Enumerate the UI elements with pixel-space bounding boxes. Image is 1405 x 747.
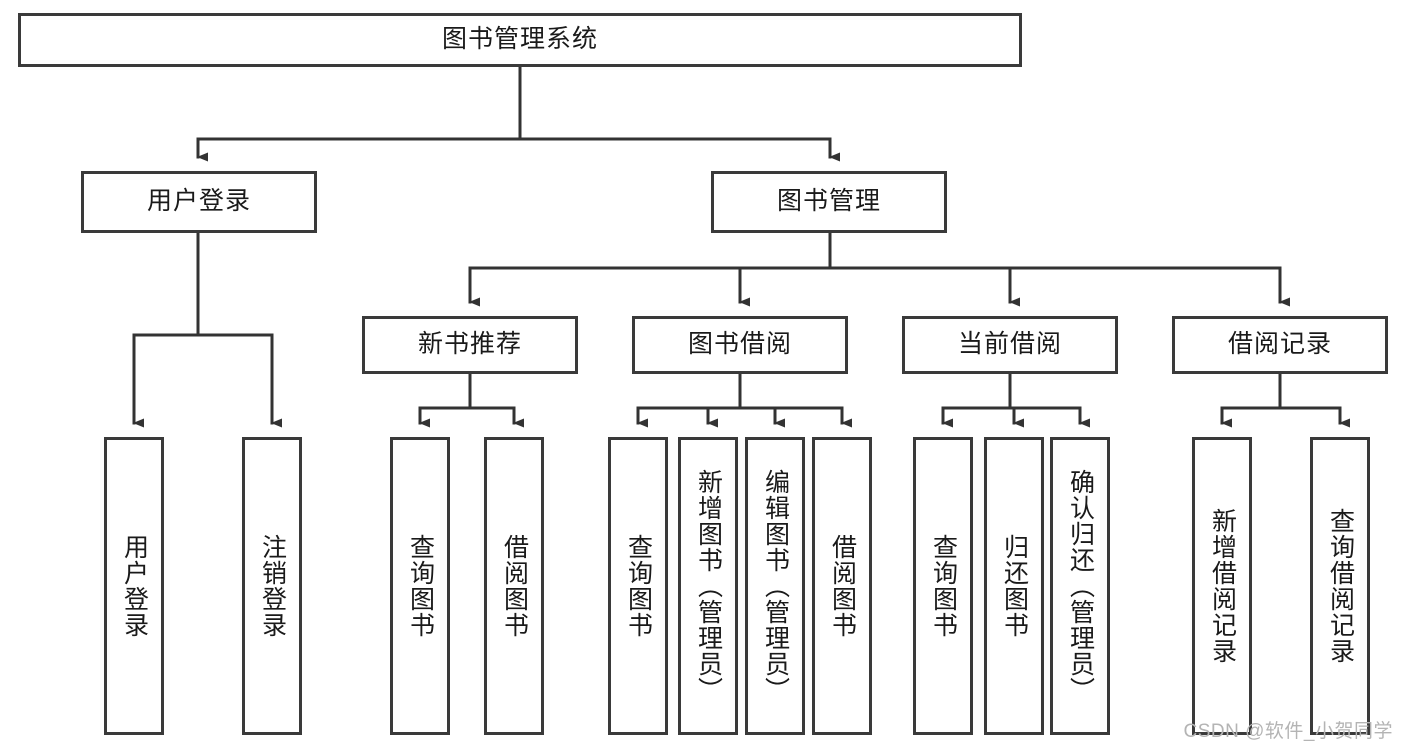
node-label: 用户登录	[146, 187, 251, 216]
node-leaf-add-borrow-record[interactable]: 新增借阅记录	[1192, 437, 1252, 735]
node-leaf-return-book[interactable]: 归还图书	[984, 437, 1044, 735]
node-label: 确认归还（管理员）	[1066, 469, 1095, 703]
node-label: 新增借阅记录	[1208, 508, 1237, 664]
node-current-borrow[interactable]: 当前借阅	[902, 316, 1118, 374]
node-label: 当前借阅	[957, 330, 1062, 359]
node-label: 图书管理	[776, 187, 881, 216]
node-leaf-logout[interactable]: 注销登录	[242, 437, 302, 735]
node-leaf-query-book-borrow[interactable]: 查询图书	[608, 437, 668, 735]
node-label: 查询借阅记录	[1326, 508, 1355, 664]
node-label: 新增图书（管理员）	[694, 469, 723, 703]
node-label: 查询图书	[929, 534, 958, 638]
node-leaf-borrow-book[interactable]: 借阅图书	[812, 437, 872, 735]
node-new-book-recommend[interactable]: 新书推荐	[362, 316, 578, 374]
node-label: 借阅记录	[1227, 330, 1332, 359]
node-leaf-query-borrow-record[interactable]: 查询借阅记录	[1310, 437, 1370, 735]
node-book-manage[interactable]: 图书管理	[711, 171, 947, 233]
node-label: 查询图书	[624, 534, 653, 638]
node-label: 图书管理系统	[441, 25, 598, 54]
node-label: 借阅图书	[828, 534, 857, 638]
node-label: 新书推荐	[417, 330, 522, 359]
node-label: 用户登录	[120, 534, 149, 638]
node-user-login[interactable]: 用户登录	[81, 171, 317, 233]
node-label: 注销登录	[258, 534, 287, 638]
node-leaf-query-book-recommend[interactable]: 查询图书	[390, 437, 450, 735]
node-leaf-user-login[interactable]: 用户登录	[104, 437, 164, 735]
watermark-text: CSDN @软件_小贺同学	[1183, 721, 1393, 742]
node-label: 借阅图书	[500, 534, 529, 638]
node-label: 归还图书	[1000, 534, 1029, 638]
node-leaf-borrow-book-recommend[interactable]: 借阅图书	[484, 437, 544, 735]
node-leaf-query-book-current[interactable]: 查询图书	[913, 437, 973, 735]
node-book-borrow[interactable]: 图书借阅	[632, 316, 848, 374]
node-leaf-edit-book[interactable]: 编辑图书（管理员）	[745, 437, 805, 735]
node-leaf-add-book[interactable]: 新增图书（管理员）	[678, 437, 738, 735]
node-label: 查询图书	[406, 534, 435, 638]
node-label: 编辑图书（管理员）	[761, 469, 790, 703]
node-label: 图书借阅	[687, 330, 792, 359]
node-leaf-confirm-return[interactable]: 确认归还（管理员）	[1050, 437, 1110, 735]
node-borrow-record[interactable]: 借阅记录	[1172, 316, 1388, 374]
node-root[interactable]: 图书管理系统	[18, 13, 1022, 67]
